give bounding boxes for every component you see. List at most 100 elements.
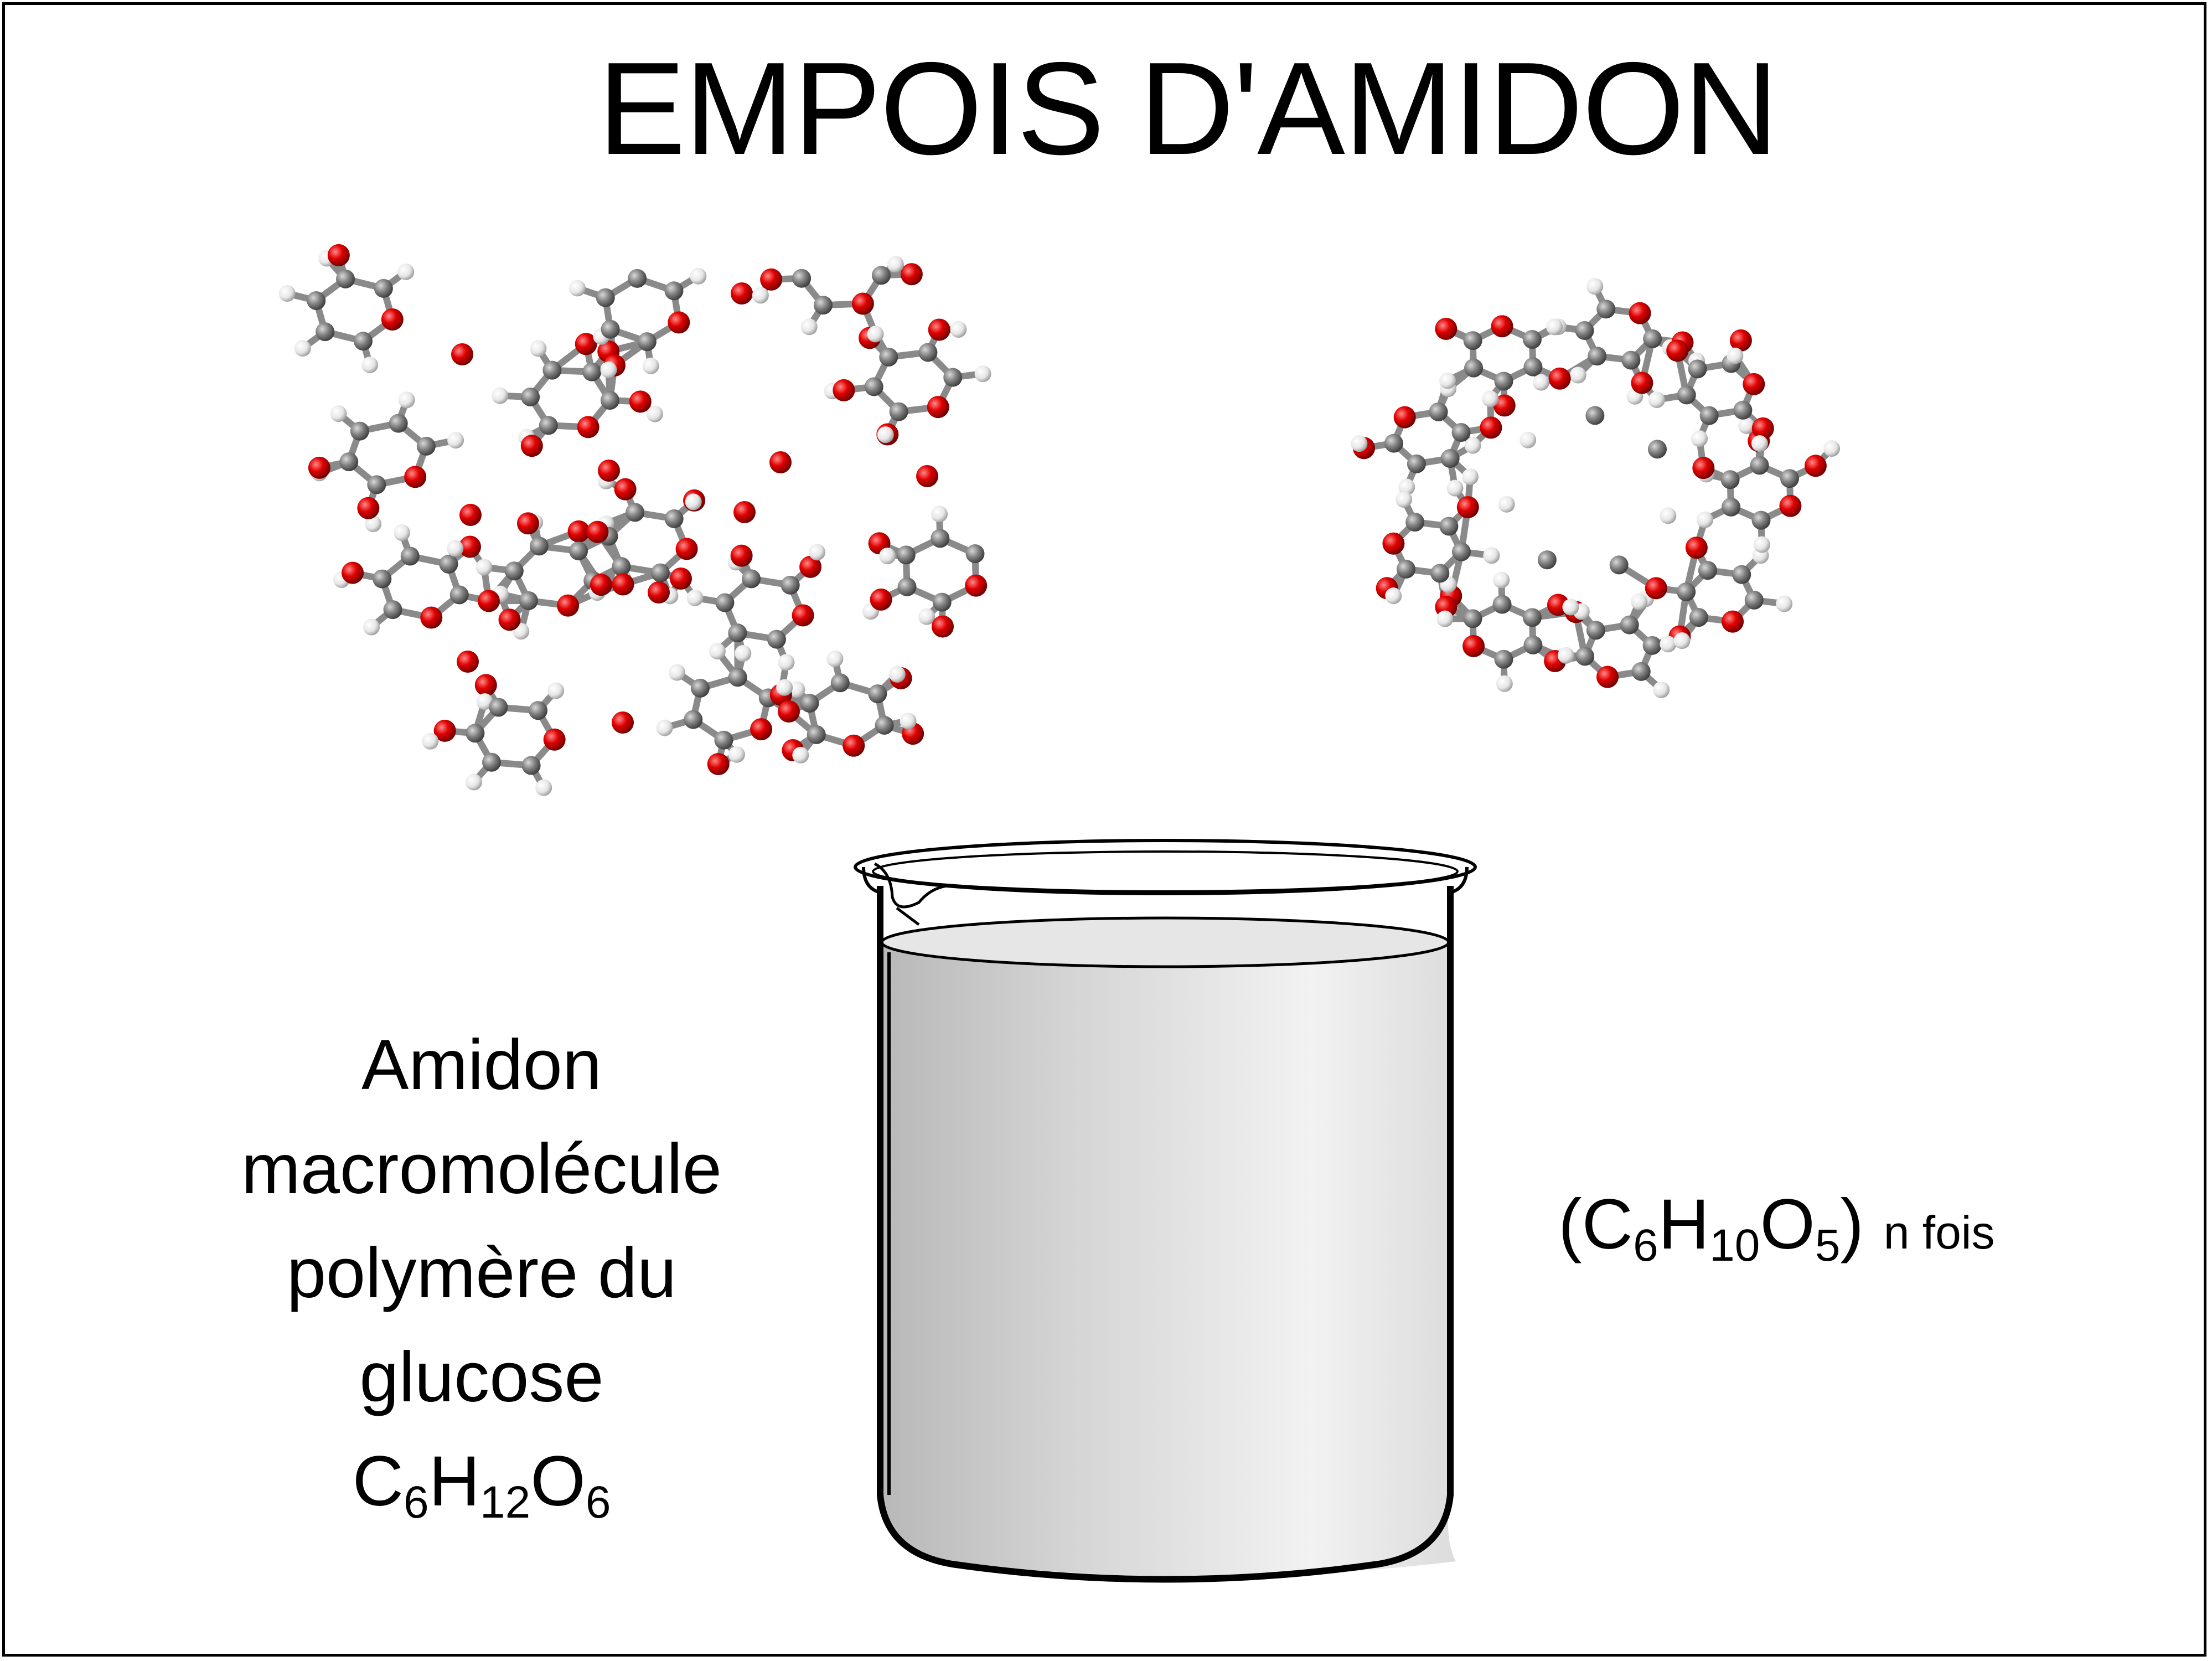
oxygen-atom <box>675 538 698 560</box>
hydrogen-atom <box>826 650 844 667</box>
carbon-atom <box>1732 565 1751 584</box>
carbon-atom <box>875 715 894 735</box>
oxygen-atom <box>843 734 865 757</box>
oxygen-atom <box>357 497 380 519</box>
hydrogen-atom <box>1751 435 1768 452</box>
oxygen-atom <box>1685 537 1708 559</box>
hydrogen-atom <box>646 405 663 422</box>
carbon-atom <box>389 414 408 433</box>
carbon-atom <box>1688 359 1707 379</box>
hydrogen-atom <box>709 643 726 660</box>
hydrogen-atom <box>365 515 382 533</box>
carbon-atom <box>1575 321 1594 340</box>
oxygen-atom <box>614 478 637 501</box>
carbon-atom <box>1677 385 1696 405</box>
oxygen-atom <box>543 728 566 751</box>
hydrogen-atom <box>809 544 826 561</box>
carbon-atom <box>542 360 562 380</box>
carbon-atom <box>1494 372 1513 391</box>
carbon-atom <box>1642 636 1662 655</box>
carbon-atom <box>1537 550 1557 570</box>
oxygen-atom <box>590 574 612 596</box>
oxygen-atom <box>1779 494 1802 517</box>
carbon-atom <box>684 710 703 729</box>
oxygen-atom <box>458 535 481 558</box>
carbon-atom <box>1585 406 1605 425</box>
oxygen-atom <box>1751 417 1774 440</box>
carbon-atom <box>1609 555 1629 575</box>
oxygen-atom <box>900 263 923 286</box>
hydrogen-atom <box>1398 478 1415 496</box>
hydrogen-atom <box>476 693 493 710</box>
hydrogen-atom <box>1496 675 1513 692</box>
oxygen-atom <box>1729 329 1752 352</box>
carbon-atom <box>664 509 684 528</box>
hydrogen-atom <box>690 267 707 285</box>
carbon-atom <box>1722 497 1741 517</box>
carbon-atom <box>316 322 335 342</box>
hydrogen-atom <box>1436 610 1454 627</box>
oxygen-atom <box>648 581 670 603</box>
liquid-surface <box>880 916 1450 968</box>
oxygen-atom <box>459 504 482 526</box>
carbon-atom <box>569 541 588 561</box>
hydrogen-atom <box>1532 374 1549 391</box>
hydrogen-atom <box>1823 440 1841 457</box>
hydrogen-atom <box>778 654 795 671</box>
carbon-atom <box>529 701 548 720</box>
oxygen-atom <box>451 343 473 365</box>
carbon-atom <box>1699 406 1719 425</box>
carbon-atom <box>1463 609 1482 628</box>
oxygen-atom <box>474 674 497 697</box>
oxygen-atom <box>733 501 756 523</box>
carbon-atom <box>1522 330 1542 349</box>
carbon-atom <box>601 319 620 339</box>
hydrogen-atom <box>867 326 884 343</box>
oxygen-atom <box>1462 635 1485 657</box>
oxygen-atom <box>778 700 800 723</box>
hydrogen-atom <box>1482 390 1499 407</box>
hydrogen-atom <box>492 387 509 404</box>
carbon-atom <box>521 387 540 406</box>
oxygen-atom <box>731 282 753 305</box>
carbon-atom <box>1405 512 1425 532</box>
carbon-atom <box>800 694 819 713</box>
carbon-atom <box>931 529 950 548</box>
carbon-atom <box>889 402 908 421</box>
oxygen-atom <box>730 544 753 567</box>
carbon-atom <box>781 575 800 595</box>
hydrogen-atom <box>1776 595 1793 612</box>
hydrogen-atom <box>918 608 936 625</box>
carbon-atom <box>1643 329 1662 348</box>
oxygen-atom <box>477 590 500 612</box>
hydrogen-atom <box>1562 599 1579 616</box>
oxygen-atom <box>707 753 730 776</box>
carbon-atom <box>400 546 420 566</box>
oxygen-atom <box>928 318 950 341</box>
carbon-atom <box>897 577 917 596</box>
oxygen-atom <box>567 520 590 543</box>
carbon-atom <box>612 557 631 576</box>
carbon-atom <box>350 421 369 441</box>
hydrogen-atom <box>877 426 894 443</box>
carbon-atom <box>521 756 541 775</box>
oxygen-atom <box>1456 496 1479 519</box>
hydrogen-atom <box>447 432 464 449</box>
carbon-atom <box>1780 469 1799 488</box>
hydrogen-atom <box>879 548 896 565</box>
hydrogen-atom <box>294 340 311 357</box>
repeat-count-label: n fois <box>1883 1206 1995 1258</box>
carbon-atom <box>504 561 524 581</box>
carbon-atom <box>416 436 436 456</box>
hydrogen-atom <box>398 391 415 409</box>
carbon-atom <box>489 698 508 717</box>
carbon-atom <box>1733 400 1753 420</box>
starch-type: macromolécule <box>241 1129 722 1209</box>
carbon-atom <box>879 347 898 367</box>
carbon-atom <box>918 343 938 362</box>
oxygen-atom <box>1692 457 1715 479</box>
carbon-atom <box>600 391 619 410</box>
hydrogen-atom <box>752 287 769 304</box>
hydrogen-atom <box>394 524 411 541</box>
hydrogen-atom <box>888 666 906 683</box>
